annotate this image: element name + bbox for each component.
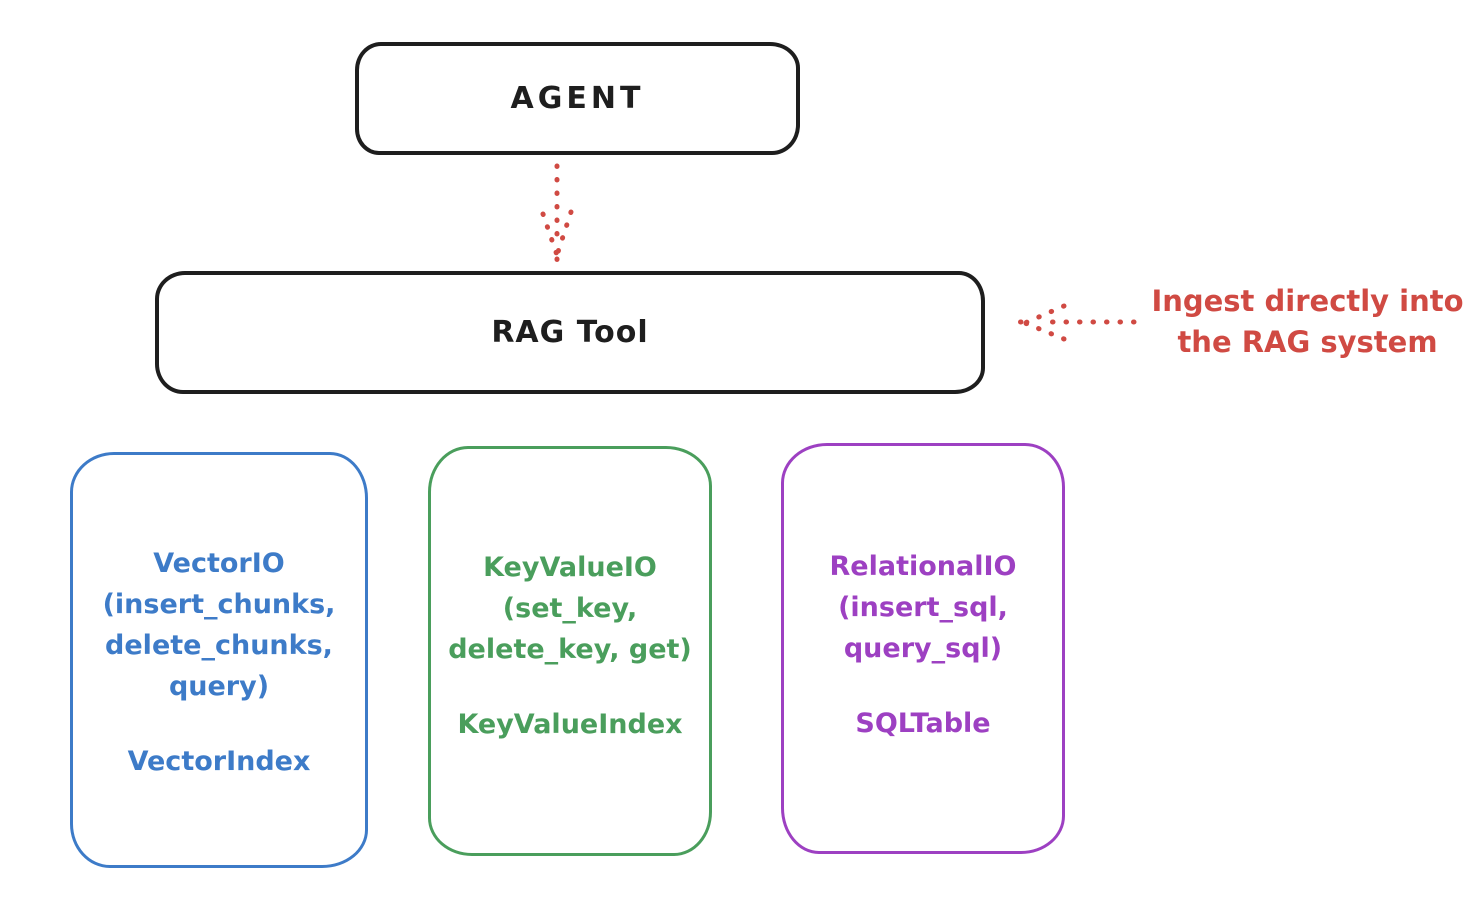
dotted-arrow-left-icon [1017,303,1137,342]
vector-io-node: VectorIO (insert_chunks, delete_chunks, … [70,452,368,868]
agent-node: AGENT [355,42,800,155]
relational-io-methods-line-2: query_sql) [843,633,1003,664]
vector-io-title: VectorIO [153,548,285,579]
vector-index-label: VectorIndex [127,746,311,777]
agent-label: AGENT [510,81,645,116]
ingest-annotation: Ingest directly into the RAG system [1135,281,1480,363]
key-value-io-methods-line-1: (set_key, [502,593,638,624]
relational-io-methods-line-1: (insert_sql, [838,592,1008,623]
vector-io-methods-line-2: delete_chunks, [105,630,333,661]
rag-tool-label: RAG Tool [491,315,649,350]
vector-io-methods-line-1: (insert_chunks, [102,589,336,620]
ingest-annotation-line-1: Ingest directly into [1151,284,1464,318]
ingest-annotation-line-2: the RAG system [1177,325,1438,359]
key-value-io-title: KeyValueIO [483,552,657,583]
vector-io-methods-line-3: query) [168,671,270,702]
relational-io-title: RelationalIO [829,551,1017,582]
rag-tool-node: RAG Tool [155,271,985,394]
dotted-arrow-down-icon [540,163,574,263]
key-value-io-methods-line-2: delete_key, get) [448,634,692,665]
key-value-io-node: KeyValueIO (set_key, delete_key, get) Ke… [428,446,712,856]
relational-io-node: RelationalIO (insert_sql, query_sql) SQL… [781,443,1065,854]
sql-table-label: SQLTable [855,708,991,739]
key-value-index-label: KeyValueIndex [457,709,683,740]
